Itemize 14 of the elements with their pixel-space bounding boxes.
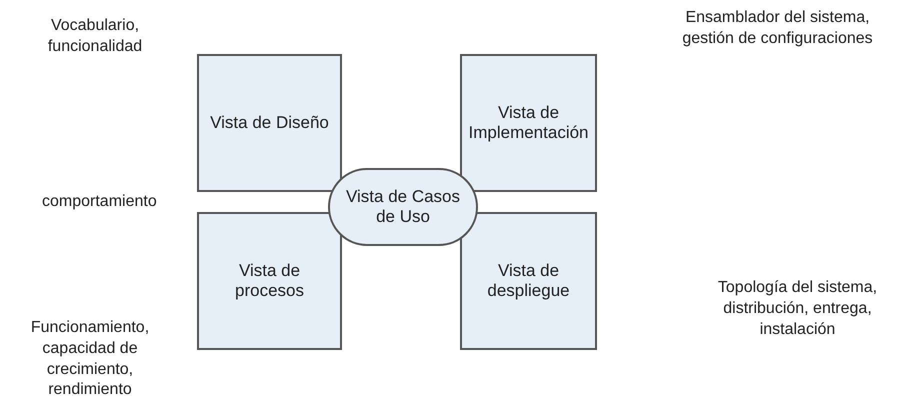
concern-label: Ensamblador del sistema, gestión de configuraciones [681,8,874,49]
concern-label: Vocabulario, funcionalidad [46,16,144,57]
concern-label: Funcionamiento, capacidad de crecimiento, rendimiento [30,318,150,400]
view-box [197,212,342,350]
view-box [460,212,597,350]
view-box [460,54,597,192]
view-title: Vista de Casos de Uso [344,187,462,227]
view-title: Vista de Implementación [468,103,590,143]
view-title: Vista de despliegue [486,261,571,301]
view-box [197,54,342,192]
concern-label: comportamiento [42,192,158,212]
view-title: Vista de procesos [234,261,305,301]
view-title: Vista de Diseño [209,113,330,133]
concern-label: Topología del sistema, distribución, entrega, instalación [716,278,878,340]
